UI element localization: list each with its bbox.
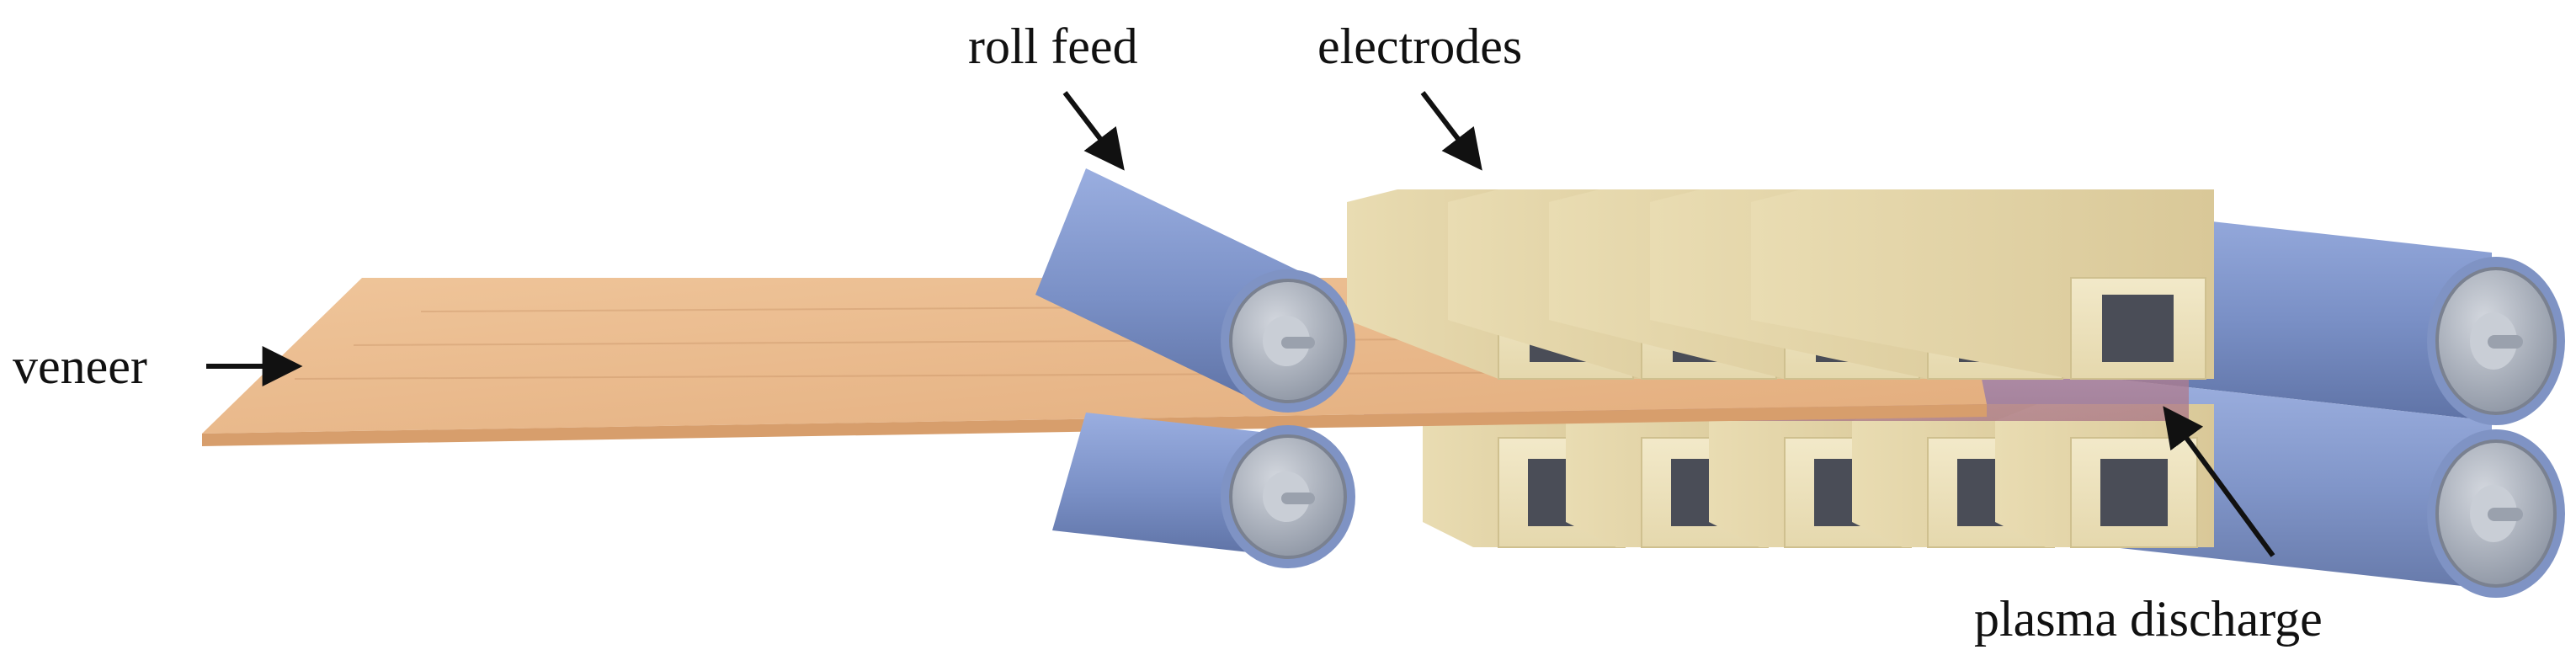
electrodes-arrow <box>1420 91 1482 171</box>
exit-roller-bottom-cap <box>2427 429 2565 598</box>
lower-electrode <box>1995 404 2214 548</box>
feed-roller-top <box>1035 168 1355 413</box>
plasma-discharge-arrow <box>2163 406 2275 557</box>
electrodes-label: electrodes <box>1317 19 1522 74</box>
upper-electrode-row <box>1347 189 2214 380</box>
lower-electrode-row <box>1423 404 2214 548</box>
roll-feed-arrow <box>1062 91 1125 171</box>
plasma-discharge-label: plasma discharge <box>1974 591 2323 647</box>
feed-roller-bottom <box>1052 413 1355 568</box>
roll-feed-label: roll feed <box>968 19 1138 74</box>
veneer-label: veneer <box>13 338 147 394</box>
upper-electrode <box>1751 189 2214 380</box>
exit-roller-top-cap <box>2427 257 2565 425</box>
